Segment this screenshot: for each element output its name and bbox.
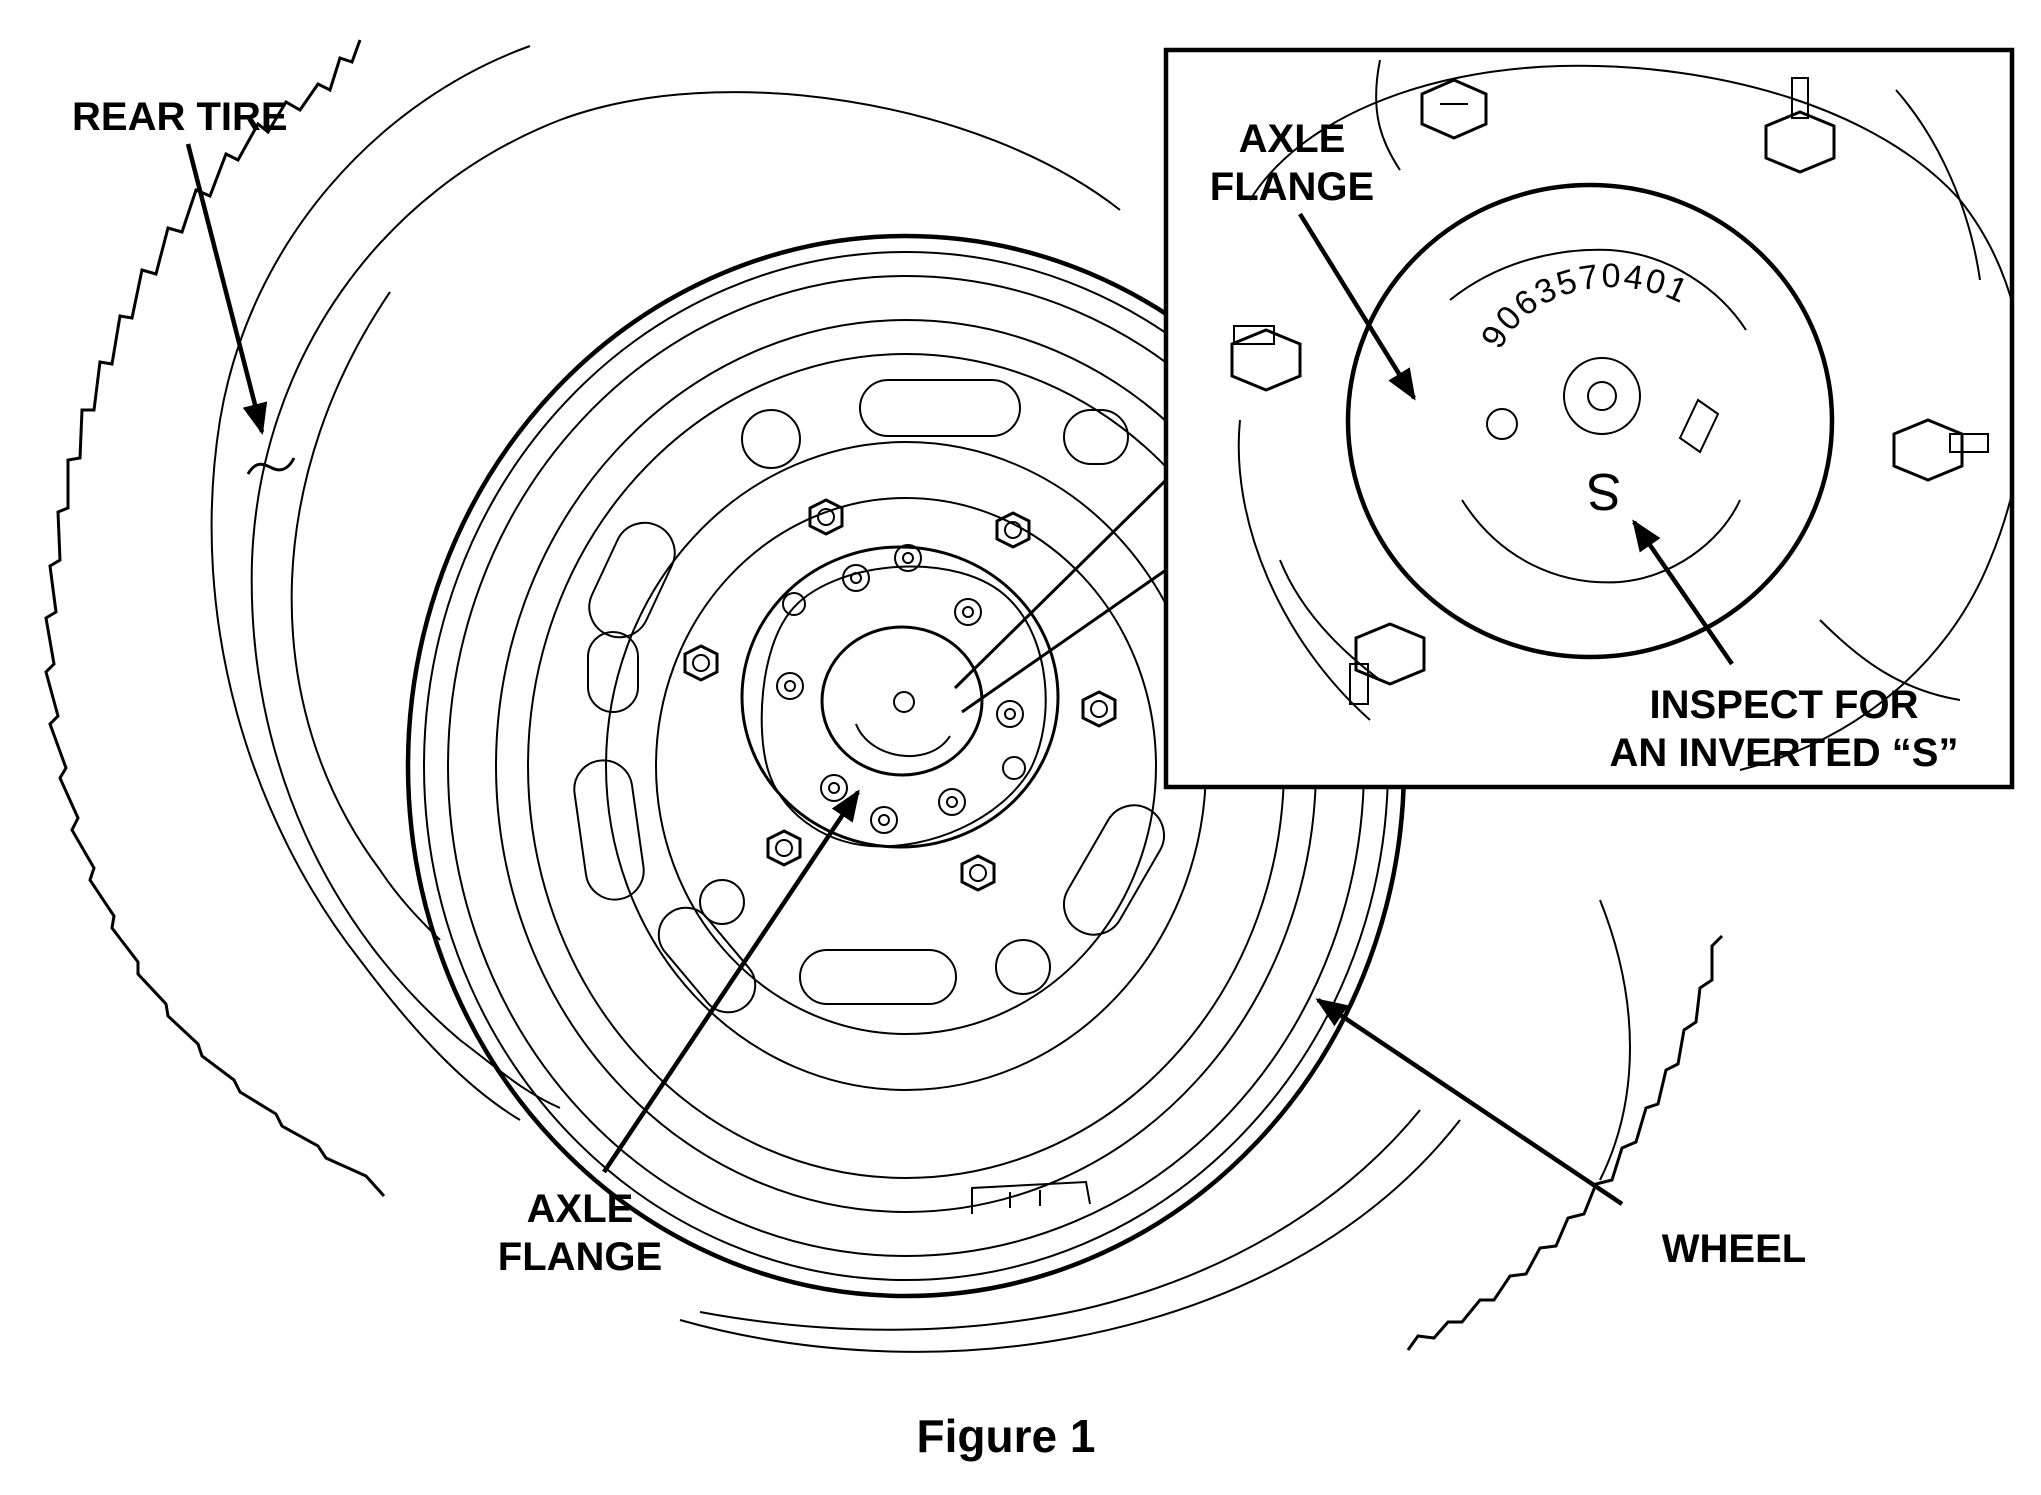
inset-lug-nut xyxy=(1349,622,1426,705)
lug-nut xyxy=(995,511,1031,549)
rear-tire xyxy=(44,39,1724,1353)
inset-axle-flange-label-line2: FLANGE xyxy=(1210,165,1374,209)
lug-nut xyxy=(766,829,802,867)
inset-callout-lines xyxy=(953,478,1168,714)
inset-lug-nut xyxy=(1892,418,1989,482)
lug-nut xyxy=(960,854,996,892)
inspect-label-line1: INSPECT FOR xyxy=(1650,683,1919,727)
lug-nut xyxy=(808,498,844,536)
axle-flange-arrow xyxy=(602,789,860,1174)
inverted-s-arrow xyxy=(1632,519,1734,666)
lug-nut xyxy=(683,644,719,682)
hub-bolts xyxy=(776,544,1026,834)
wheel-label: WHEEL xyxy=(1662,1227,1806,1271)
inspect-label-line2: AN INVERTED “S” xyxy=(1610,731,1959,775)
lug-nut xyxy=(1081,690,1117,728)
axle-flange-label-line1: AXLE xyxy=(527,1187,634,1231)
inset-axle-flange-arrow xyxy=(1298,212,1416,401)
axle-hub xyxy=(740,544,1060,849)
wheel-vent-slots xyxy=(573,379,1165,1014)
rim-clip xyxy=(971,1180,1091,1214)
tire-tread-left xyxy=(44,39,386,1198)
inset-axle-flange xyxy=(1345,182,1835,660)
axle-flange-label-line2: FLANGE xyxy=(498,1235,662,1279)
rear-tire-arrow xyxy=(185,143,268,436)
inverted-s-mark: S xyxy=(1587,462,1622,520)
inset-lug-nut xyxy=(1764,77,1836,174)
leader-arrows xyxy=(185,143,1734,1206)
tire-tread-right xyxy=(1406,934,1724,1351)
inset-lug-nut xyxy=(1420,78,1488,140)
figure-caption: Figure 1 xyxy=(917,1410,1096,1462)
inset-axle-flange-label-line1: AXLE xyxy=(1239,117,1346,161)
inset-lug-nut xyxy=(1230,325,1302,392)
rear-tire-label: REAR TIRE xyxy=(72,95,288,139)
detail-inset-frame xyxy=(1163,47,2015,790)
wheel-arrow xyxy=(1315,998,1624,1206)
tire-sidewall-mark xyxy=(246,457,296,475)
axle-flange-main xyxy=(820,625,984,777)
wheel-lug-nuts xyxy=(683,498,1117,892)
